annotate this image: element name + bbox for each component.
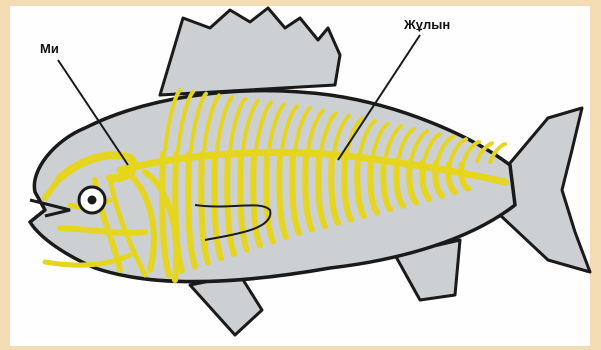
dorsal-fin [160,8,340,95]
spinal-cord-label: Жұлын [404,18,450,31]
ventral-fin [190,275,262,335]
brain-label: Ми [40,42,59,55]
pupil [88,196,97,205]
